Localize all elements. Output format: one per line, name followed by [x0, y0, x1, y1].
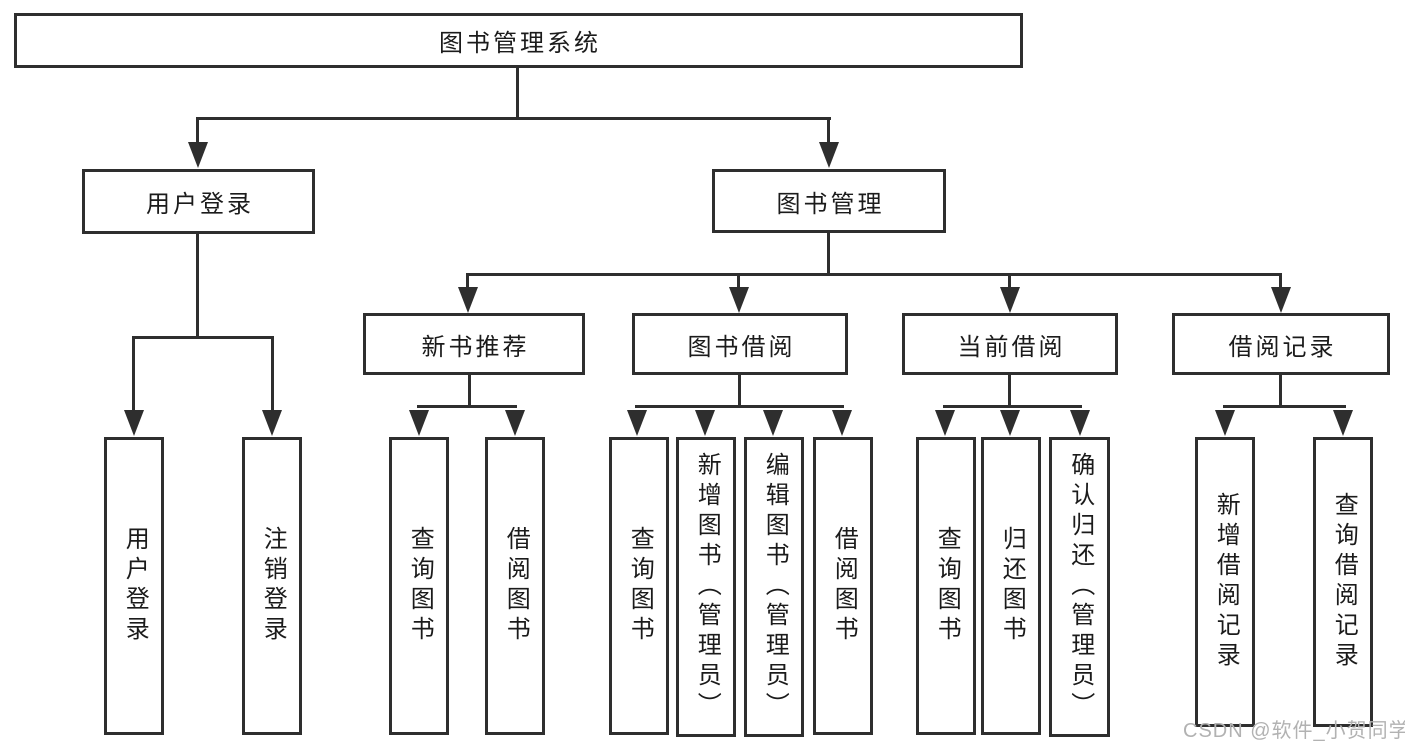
arrow-down-icon — [627, 410, 647, 436]
arrow-down-icon — [935, 410, 955, 436]
connector-line — [827, 117, 830, 145]
node-borrow-record-label: 借阅记录 — [1228, 333, 1337, 361]
connector-line — [466, 273, 1282, 276]
arrow-down-icon — [1333, 410, 1353, 436]
watermark: CSDN @软件_小贺同学 — [1183, 720, 1405, 742]
arrow-down-icon — [409, 410, 429, 436]
leaf-add-borrow-record-label: 新增借阅记录 — [1212, 492, 1240, 672]
leaf-borrow-book-1-label: 借阅图书 — [502, 526, 530, 646]
leaf-query-book-1-label: 查询图书 — [406, 526, 434, 646]
leaf-add-book-admin-label: 新增图书（管理员） — [693, 452, 721, 722]
node-current-borrow-label: 当前借阅 — [957, 333, 1066, 361]
connector-line — [196, 234, 199, 338]
connector-line — [132, 336, 274, 339]
connector-line — [1008, 375, 1011, 407]
arrow-down-icon — [729, 287, 749, 313]
node-book-management: 图书管理 — [712, 169, 946, 233]
node-book-borrow-label: 图书借阅 — [687, 333, 796, 361]
connector-line — [516, 68, 519, 118]
connector-line — [196, 117, 199, 145]
arrow-down-icon — [1215, 410, 1235, 436]
node-borrow-record: 借阅记录 — [1172, 313, 1390, 375]
leaf-logout: 注销登录 — [242, 437, 302, 735]
arrow-down-icon — [505, 410, 525, 436]
node-new-book-recommend-label: 新书推荐 — [421, 333, 530, 361]
arrow-down-icon — [1271, 287, 1291, 313]
leaf-query-book-3-label: 查询图书 — [933, 526, 961, 646]
node-current-borrow: 当前借阅 — [902, 313, 1118, 375]
leaf-query-book-3: 查询图书 — [916, 437, 976, 735]
leaf-add-borrow-record: 新增借阅记录 — [1195, 437, 1255, 727]
leaf-query-borrow-record-label: 查询借阅记录 — [1330, 492, 1358, 672]
arrow-down-icon — [1000, 287, 1020, 313]
node-user-login-label: 用户登录 — [146, 191, 254, 218]
node-user-login: 用户登录 — [82, 169, 315, 234]
leaf-edit-book-admin: 编辑图书（管理员） — [744, 437, 804, 737]
leaf-confirm-return-admin: 确认归还（管理员） — [1049, 437, 1110, 737]
arrow-down-icon — [458, 287, 478, 313]
arrow-down-icon — [763, 410, 783, 436]
arrow-down-icon — [1000, 410, 1020, 436]
leaf-confirm-return-admin-label: 确认归还（管理员） — [1066, 452, 1094, 722]
leaf-query-borrow-record: 查询借阅记录 — [1313, 437, 1373, 727]
arrow-down-icon — [124, 410, 144, 436]
leaf-query-book-1: 查询图书 — [389, 437, 449, 735]
leaf-return-book-label: 归还图书 — [998, 526, 1026, 646]
connector-line — [466, 273, 469, 290]
connector-line — [1223, 405, 1346, 408]
leaf-borrow-book-2-label: 借阅图书 — [830, 526, 858, 646]
arrow-down-icon — [819, 142, 839, 168]
connector-line — [1279, 375, 1282, 407]
connector-line — [196, 117, 831, 120]
connector-line — [827, 233, 830, 275]
connector-line — [1008, 273, 1011, 290]
connector-line — [943, 405, 1082, 408]
node-book-management-label: 图书管理 — [776, 190, 885, 218]
leaf-query-book-2-label: 查询图书 — [626, 526, 654, 646]
leaf-edit-book-admin-label: 编辑图书（管理员） — [761, 452, 789, 722]
leaf-return-book: 归还图书 — [981, 437, 1041, 735]
connector-line — [635, 405, 844, 408]
connector-line — [271, 336, 274, 413]
node-new-book-recommend: 新书推荐 — [363, 313, 585, 375]
arrow-down-icon — [695, 410, 715, 436]
connector-line — [132, 336, 135, 413]
connector-line — [737, 273, 740, 290]
arrow-down-icon — [188, 142, 208, 168]
node-root-label: 图书管理系统 — [439, 30, 601, 57]
connector-line — [1279, 273, 1282, 290]
node-book-borrow: 图书借阅 — [632, 313, 848, 375]
node-root-system: 图书管理系统 — [14, 13, 1023, 68]
leaf-borrow-book-2: 借阅图书 — [813, 437, 873, 735]
connector-line — [738, 375, 741, 407]
leaf-logout-label: 注销登录 — [259, 526, 287, 646]
leaf-add-book-admin: 新增图书（管理员） — [676, 437, 736, 737]
arrow-down-icon — [832, 410, 852, 436]
arrow-down-icon — [262, 410, 282, 436]
leaf-query-book-2: 查询图书 — [609, 437, 669, 735]
leaf-borrow-book-1: 借阅图书 — [485, 437, 545, 735]
arrow-down-icon — [1070, 410, 1090, 436]
leaf-user-login: 用户登录 — [104, 437, 164, 735]
connector-line — [468, 375, 471, 407]
connector-line — [417, 405, 517, 408]
leaf-user-login-label: 用户登录 — [121, 526, 149, 646]
